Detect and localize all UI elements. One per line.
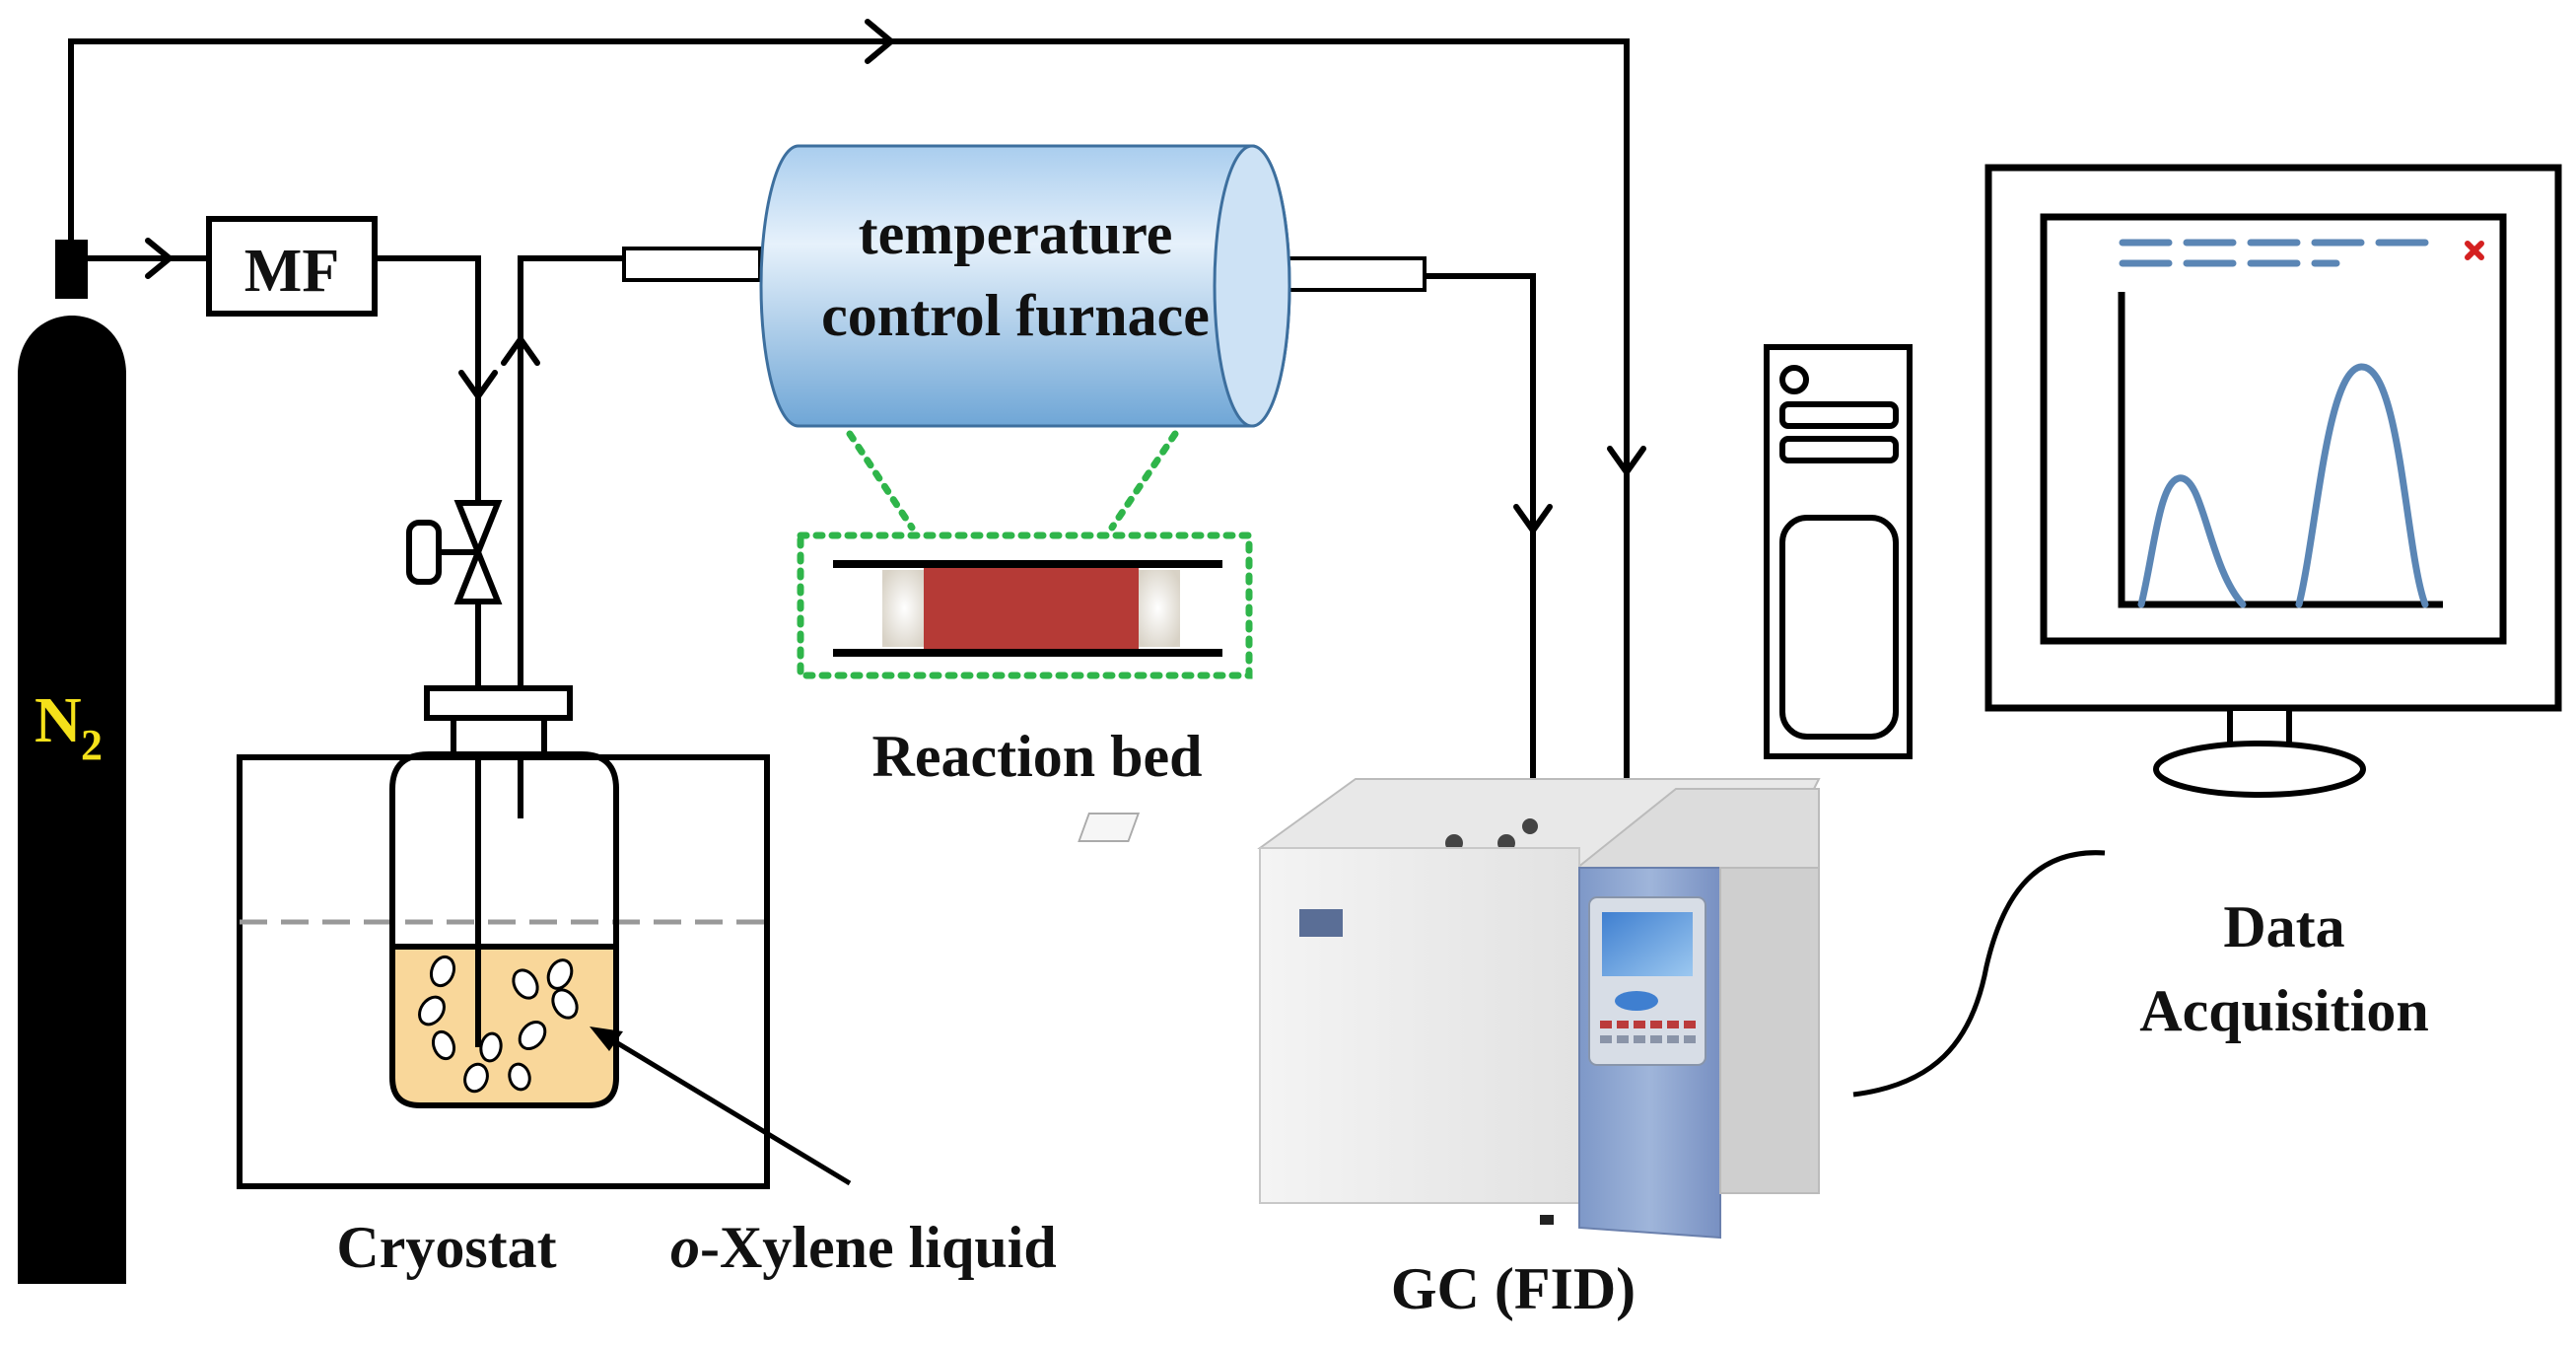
- chromatogram-axes: [2118, 292, 2443, 608]
- arrow-to-mf: [145, 238, 174, 279]
- monitor-icon: [1984, 164, 2562, 798]
- close-icon: [2465, 241, 2484, 260]
- gas-label: N: [35, 684, 82, 756]
- quartz-wool-left: [882, 570, 927, 647]
- temperature-furnace: temperature control furnace: [622, 144, 1427, 428]
- computer-tower-icon: [1764, 344, 1913, 759]
- flow-arrows: [145, 19, 1646, 536]
- gc-label: GC (FID): [1391, 1256, 1636, 1321]
- valve-icon: [406, 500, 503, 604]
- arrow-down-inlet: [458, 370, 498, 402]
- furnace-to-gc-line: [1425, 273, 1536, 779]
- quartz-wool-right: [1136, 570, 1180, 647]
- cryostat: [237, 685, 852, 1189]
- arrow-up-outlet: [501, 333, 540, 366]
- liquid-label-italic: o: [670, 1215, 700, 1280]
- reaction-bed-label: Reaction bed: [872, 724, 1203, 789]
- inlet-tube: [622, 247, 762, 282]
- mass-flow-label: MF: [244, 238, 339, 305]
- screen-header-bars: [2119, 239, 2429, 267]
- gas-lines: [68, 38, 2106, 1098]
- furnace-end: [1213, 144, 1291, 428]
- liquid-label: o-Xylene liquid: [670, 1215, 1057, 1280]
- arrow-down-gc-right: [1607, 446, 1646, 478]
- mass-flow-controller: MF: [206, 216, 378, 317]
- data-label-1: Data: [2223, 894, 2344, 959]
- reaction-bed-inset: Reaction bed: [797, 430, 1253, 789]
- arrow-top-right: [865, 19, 896, 64]
- gas-cylinder-icon: N 2: [18, 240, 126, 1284]
- furnace-label-1: temperature: [859, 201, 1173, 266]
- cryostat-label: Cryostat: [336, 1215, 556, 1280]
- arrow-down-gc-left: [1513, 504, 1553, 536]
- furnace-label-2: control furnace: [821, 283, 1210, 348]
- gas-subscript: 2: [81, 721, 103, 769]
- data-cable: [1852, 850, 2106, 1098]
- liquid-label-rest: -Xylene liquid: [700, 1215, 1057, 1280]
- chromatogram-trace: [2137, 363, 2429, 608]
- bottle-neck: [451, 715, 547, 757]
- bubbler-bottle: [389, 751, 619, 1108]
- gas-chromatograph-icon: [1078, 778, 1821, 1240]
- bypass-line: [68, 38, 1630, 779]
- bubbler-to-furnace-line: [518, 255, 624, 818]
- liquid-leader: [594, 1027, 852, 1186]
- outlet-tube: [1282, 256, 1427, 292]
- catalyst-bed: [924, 565, 1139, 652]
- bottle-cap: [424, 685, 573, 721]
- data-label-2: Acquisition: [2139, 978, 2428, 1043]
- bubbles: [418, 955, 579, 1094]
